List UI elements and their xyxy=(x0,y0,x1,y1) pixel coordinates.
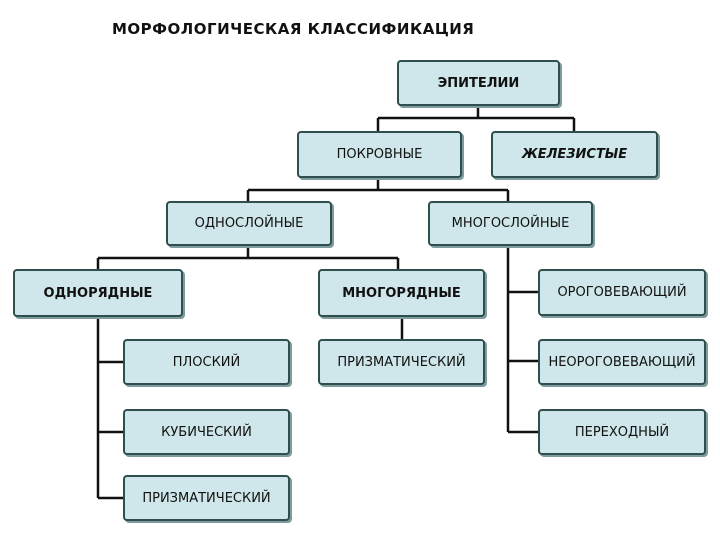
node-single-layer: ОДНОСЛОЙНЫЕ xyxy=(166,201,332,246)
node-covering: ПОКРОВНЫЕ xyxy=(297,131,462,178)
connector-covering xyxy=(246,178,510,201)
node-multi-row: МНОГОРЯДНЫЕ xyxy=(318,269,485,317)
connector-epithelia xyxy=(376,106,576,131)
node-multi-layer: МНОГОСЛОЙНЫЕ xyxy=(428,201,593,246)
connector-multi-layer xyxy=(506,246,538,434)
node-glandular: ЖЕЛЕЗИСТЫЕ xyxy=(491,131,658,178)
node-prismatic-multi-row: ПРИЗМАТИЧЕСКИЙ xyxy=(318,339,485,385)
node-keratinizing: ОРОГОВЕВАЮЩИЙ xyxy=(538,269,706,316)
connector-single-row xyxy=(96,317,123,500)
connector-single-layer xyxy=(96,246,400,269)
node-cubic: КУБИЧЕСКИЙ xyxy=(123,409,290,455)
diagram-title: МОРФОЛОГИЧЕСКАЯ КЛАССИФИКАЦИЯ xyxy=(112,20,475,38)
node-epithelia: ЭПИТЕЛИИ xyxy=(397,60,560,106)
node-transitional: ПЕРЕХОДНЫЙ xyxy=(538,409,706,455)
node-non-keratinizing: НЕОРОГОВЕВАЮЩИЙ xyxy=(538,339,706,385)
node-single-row: ОДНОРЯДНЫЕ xyxy=(13,269,183,317)
node-flat: ПЛОСКИЙ xyxy=(123,339,290,385)
node-prismatic-single-row: ПРИЗМАТИЧЕСКИЙ xyxy=(123,475,290,521)
